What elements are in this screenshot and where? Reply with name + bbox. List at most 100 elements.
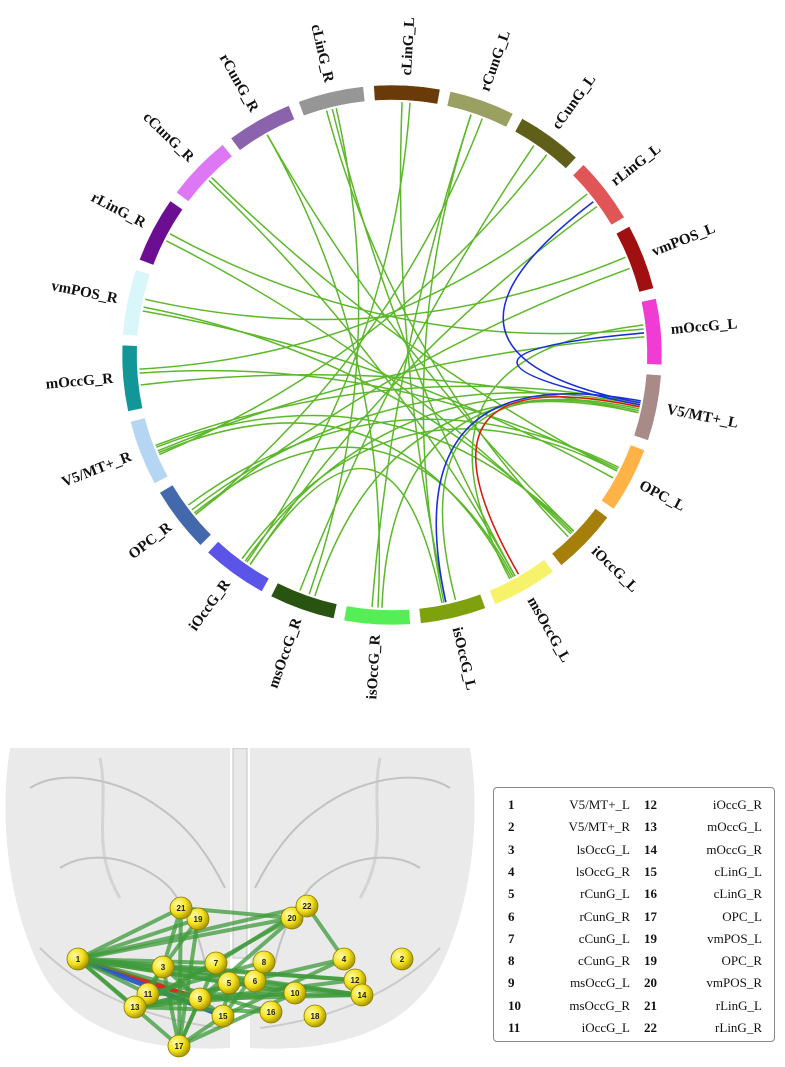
chord-link xyxy=(193,446,514,578)
segment-label-opc_r: OPC_R xyxy=(126,519,175,562)
brain-node-6: 6 xyxy=(243,969,267,993)
chord-link xyxy=(502,201,641,404)
segment-rcung_r xyxy=(230,105,295,151)
segment-v5_r xyxy=(130,417,169,484)
segment-label-ccung_l: cCunG_L xyxy=(549,72,599,133)
legend-number: 13 xyxy=(644,819,657,835)
brain-node-17: 17 xyxy=(167,1034,191,1058)
brain-node-label: 20 xyxy=(288,914,297,923)
brain-edge xyxy=(76,906,183,961)
segment-label-rling_r: rLinG_R xyxy=(88,190,148,232)
chord-link xyxy=(246,102,411,563)
segment-label-ccung_r: cCunG_R xyxy=(140,109,197,165)
legend-number: 19 xyxy=(644,930,657,946)
chord-link xyxy=(471,324,644,580)
chord-link xyxy=(266,134,381,608)
chord-link xyxy=(371,114,472,608)
legend-region: cLinG_R xyxy=(713,886,762,902)
chord-segments xyxy=(121,84,663,626)
segment-ccung_r xyxy=(176,144,233,202)
brain-edge xyxy=(177,906,183,1048)
brain-node-label: 21 xyxy=(177,904,186,913)
chord-link xyxy=(158,422,513,579)
chord-link xyxy=(195,118,483,516)
legend-number: 7 xyxy=(508,930,515,946)
segment-v5_l xyxy=(633,373,662,441)
legend-region: iOccG_R xyxy=(712,797,762,812)
segment-isoccg_r xyxy=(343,605,411,626)
segment-cling_l xyxy=(373,84,441,105)
brain-node-label: 11 xyxy=(144,990,153,999)
segment-ccung_l xyxy=(514,118,577,169)
segment-opc_l xyxy=(601,444,645,510)
brain-node-5: 5 xyxy=(217,971,241,995)
chord-link xyxy=(314,400,639,597)
chord-link xyxy=(241,428,618,560)
segment-cling_r xyxy=(298,86,366,117)
legend-number: 1 xyxy=(508,797,515,812)
brain-node-18: 18 xyxy=(303,1004,327,1028)
brain-node-label: 9 xyxy=(198,995,203,1004)
legend-region: rLinG_L xyxy=(715,997,762,1013)
legend-number: 22 xyxy=(644,1020,657,1035)
brain-node-label: 13 xyxy=(131,1003,140,1012)
segment-label-cling_l: cLinG_L xyxy=(399,17,418,76)
legend-region: lsOccG_L xyxy=(576,841,630,857)
brain-node-label: 19 xyxy=(194,915,203,924)
chord-link xyxy=(516,332,645,406)
legend-number: 8 xyxy=(508,953,515,969)
brain-node-9: 9 xyxy=(188,987,212,1011)
legend-number: 4 xyxy=(508,863,515,879)
chord-link xyxy=(441,399,639,601)
legend-number: 6 xyxy=(508,908,515,924)
segment-ioccg_r xyxy=(207,541,270,592)
segment-vmpos_l xyxy=(615,226,654,293)
segment-label-vmpos_l: vmPOS_L xyxy=(650,221,718,260)
segment-label-moccg_r: mOccG_R xyxy=(45,371,114,393)
chord-link xyxy=(381,398,640,608)
brain-node-label: 22 xyxy=(303,902,312,911)
chord-link xyxy=(159,154,548,456)
chord-link xyxy=(249,467,443,604)
brain-node-label: 14 xyxy=(358,991,367,1000)
brain-node-3: 3 xyxy=(151,955,175,979)
legend-region: msOccG_R xyxy=(569,997,630,1013)
segment-label-vmpos_r: vmPOS_R xyxy=(50,278,119,307)
segment-opc_r xyxy=(159,484,212,546)
segment-label-v5_r: V5/MT+_R xyxy=(60,449,134,491)
segment-label-msoccg_r: msOccG_R xyxy=(266,616,306,691)
segment-label-opc_l: OPC_L xyxy=(636,478,687,515)
segment-label-v5_l: V5/MT+_L xyxy=(665,402,739,432)
legend-number: 11 xyxy=(508,1020,521,1035)
segment-rling_r xyxy=(139,200,183,266)
legend-region: cCunG_L xyxy=(578,930,630,946)
brain-node-21: 21 xyxy=(169,896,193,920)
brain-node-10: 10 xyxy=(283,981,307,1005)
segment-rling_l xyxy=(572,164,625,226)
brain-node-label: 1 xyxy=(76,955,81,964)
segment-vmpos_r xyxy=(122,269,151,337)
legend-region: cLinG_L xyxy=(714,863,762,879)
brain-node-label: 8 xyxy=(262,958,267,967)
segment-label-rcung_r: rCunG_R xyxy=(216,51,262,115)
brain-node-7: 7 xyxy=(204,951,228,975)
brain-node-2: 2 xyxy=(390,947,414,971)
brain-node-label: 5 xyxy=(227,979,232,988)
legend-region: rCunG_L xyxy=(580,886,630,902)
legend-region: V5/MT+_R xyxy=(568,819,630,835)
brain-node-8: 8 xyxy=(252,950,276,974)
chord-link xyxy=(422,114,472,603)
brain-node-16: 16 xyxy=(259,1000,283,1024)
brain-node-label: 17 xyxy=(175,1042,184,1051)
segment-label-ioccg_l: iOccG_L xyxy=(588,544,641,596)
legend-number: 10 xyxy=(508,997,521,1013)
brain-edge xyxy=(76,957,150,996)
legend-region: rCunG_R xyxy=(579,908,630,924)
legend-number: 15 xyxy=(644,863,657,879)
legend-region: rLinG_R xyxy=(715,1020,762,1035)
legend-number: 16 xyxy=(644,886,657,902)
brain-node-14: 14 xyxy=(350,983,374,1007)
segment-rcung_l xyxy=(446,91,514,128)
segment-label-msoccg_l: msOccG_L xyxy=(524,594,574,665)
